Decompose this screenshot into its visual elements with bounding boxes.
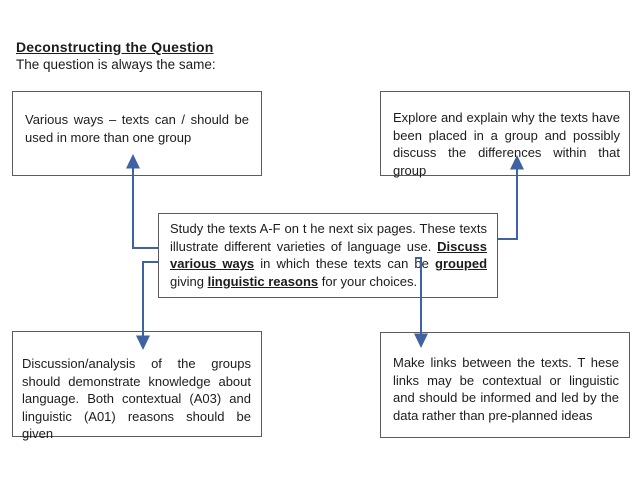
box-top-left: Various ways – texts can / should be use…: [12, 91, 262, 176]
box-bottom-left: Discussion/analysis of the groups should…: [12, 331, 262, 441]
center-text-segment-emphasis: Discuss various ways: [170, 238, 487, 272]
center-text-segment: in which these texts can be: [254, 256, 436, 271]
box-bottom-right: Make links between the texts. T hese lin…: [380, 332, 630, 438]
box-top-right: Explore and explain why the texts have b…: [380, 91, 630, 178]
header: Deconstructing the Question The question…: [16, 38, 216, 73]
box-top-left-text: Various ways – texts can / should be use…: [25, 112, 249, 145]
box-bottom-left-text: Discussion/analysis of the groups should…: [22, 356, 251, 441]
center-text-segment-emphasis: grouped: [435, 256, 488, 271]
page-subtitle: The question is always the same:: [16, 57, 216, 72]
box-center-question: Study the texts A-F on t he next six pag…: [158, 213, 498, 298]
center-text-segment-emphasis: linguistic reasons: [207, 273, 319, 289]
center-text-segment: giving: [170, 273, 208, 289]
center-text-segment: for your choices.: [318, 273, 418, 289]
page-title: Deconstructing the Question: [16, 39, 214, 55]
box-top-right-text: Explore and explain why the texts have b…: [393, 110, 620, 178]
center-text-segment: Study the texts A-F on t he next six pag…: [170, 221, 487, 254]
box-bottom-right-text: Make links between the texts. T hese lin…: [393, 355, 619, 423]
